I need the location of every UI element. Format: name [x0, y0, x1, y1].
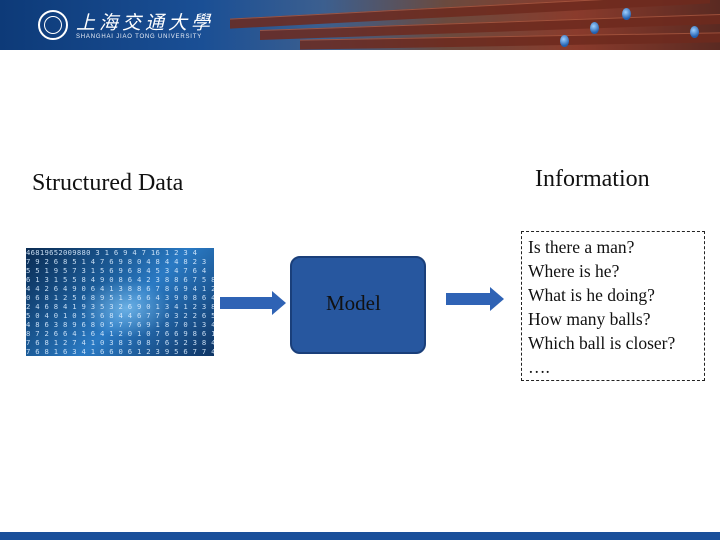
matrix-row: 4 8 6 3 8 9 6 8 0 5 7 7 6 9 1 8 7 0 1 3 …: [26, 320, 214, 329]
matrix-row: 5 5 1 9 5 7 3 1 5 6 9 6 8 4 5 3 4 7 6 4: [26, 266, 207, 275]
question-item: Which ball is closer?: [528, 333, 676, 353]
matrix-row: 46819652009880 3 1 6 9 4 7 16 1 2 3 4: [26, 248, 198, 257]
header-banner: 上海交通大學 SHANGHAI JIAO TONG UNIVERSITY: [0, 0, 720, 50]
question-item: ….: [528, 357, 550, 377]
model-box: [290, 256, 426, 354]
question-item: Where is he?: [528, 261, 620, 281]
matrix-row: 7 9 2 6 8 5 1 4 7 6 9 8 0 4 8 4 4 8 2 3: [26, 257, 207, 266]
matrix-row: 2 4 6 8 4 1 9 3 5 3 2 6 9 0 1 3 4 1 2 3 …: [26, 302, 214, 311]
university-seal-icon: [38, 10, 68, 40]
questions-box: Is there a man? Where is he? What is he do…: [521, 231, 705, 381]
matrix-row: 8 7 2 6 6 4 1 6 4 1 2 0 1 0 7 6 6 9 8 6 …: [26, 329, 214, 338]
matrix-row: 6 1 3 1 5 5 8 4 9 0 8 6 4 2 3 8 8 6 7 5 …: [26, 275, 214, 284]
model-label: Model: [326, 291, 381, 315]
structured-data-heading: Structured Data: [32, 170, 184, 196]
lamp-icon: [590, 22, 599, 34]
lamp-icon: [622, 8, 631, 20]
question-item: What is he doing?: [528, 285, 655, 305]
arrow-right-icon: [220, 291, 286, 315]
arrow-right-icon: [446, 287, 504, 311]
lamp-icon: [690, 26, 699, 38]
lamp-icon: [560, 35, 569, 47]
university-name-cn: 上海交通大學: [76, 12, 215, 34]
matrix-row: 4 4 2 6 4 9 0 6 4 1 3 8 8 6 7 8 6 9 4 1 …: [26, 284, 214, 293]
university-name-en: SHANGHAI JIAO TONG UNIVERSITY: [76, 34, 202, 40]
matrix-row: 5 0 4 0 1 0 5 5 6 8 4 4 6 7 7 0 3 2 2 6 …: [26, 311, 214, 320]
footer-bar: [0, 532, 720, 540]
question-item: How many balls?: [528, 309, 651, 329]
image-glow: [81, 278, 171, 338]
matrix-row: 7 6 8 1 2 7 4 1 0 3 8 3 0 8 7 6 5 2 3 8 …: [26, 338, 214, 347]
matrix-row: 0 6 8 1 2 5 6 8 9 5 1 3 6 6 4 3 9 0 8 6 …: [26, 293, 214, 302]
question-item: Is there a man?: [528, 237, 635, 257]
information-heading: Information: [535, 166, 650, 192]
matrix-row: 7 6 8 1 6 3 4 1 6 6 0 6 1 2 3 9 5 6 7 7 …: [26, 347, 214, 356]
